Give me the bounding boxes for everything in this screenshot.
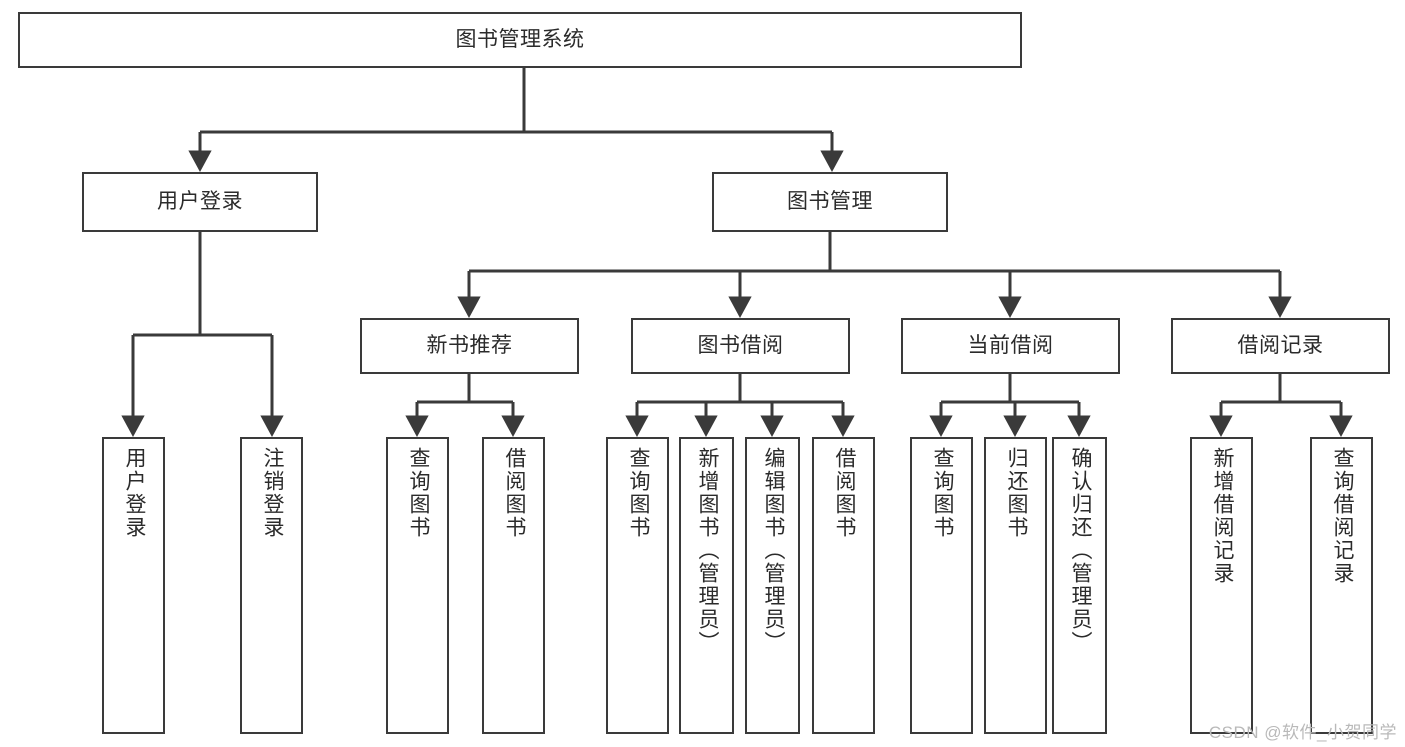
leaf-node[interactable]: 新增图书（管理员）	[679, 437, 734, 734]
node-current-borrow[interactable]: 当前借阅	[901, 318, 1120, 374]
node-new-book-recommend-label: 新书推荐	[426, 334, 513, 358]
node-book-management[interactable]: 图书管理	[712, 172, 948, 232]
leaf-node[interactable]: 借阅图书	[812, 437, 875, 734]
leaf-node[interactable]: 注销登录	[240, 437, 303, 734]
node-current-borrow-label: 当前借阅	[967, 334, 1054, 358]
leaf-node-label: 确认归还（管理员）	[1068, 447, 1092, 654]
leaf-node[interactable]: 归还图书	[984, 437, 1047, 734]
node-borrow-records[interactable]: 借阅记录	[1171, 318, 1390, 374]
leaf-node-label: 查询图书	[406, 447, 430, 539]
node-new-book-recommend[interactable]: 新书推荐	[360, 318, 579, 374]
node-user-login[interactable]: 用户登录	[82, 172, 318, 232]
leaf-node[interactable]: 新增借阅记录	[1190, 437, 1253, 734]
leaf-node[interactable]: 查询图书	[606, 437, 669, 734]
leaf-node[interactable]: 用户登录	[102, 437, 165, 734]
node-root[interactable]: 图书管理系统	[18, 12, 1022, 68]
leaf-node-label: 查询图书	[930, 447, 954, 539]
leaf-node[interactable]: 编辑图书（管理员）	[745, 437, 800, 734]
watermark: CSDN @软件_小贺同学	[1208, 723, 1397, 742]
node-book-borrow-label: 图书借阅	[697, 334, 784, 358]
leaf-node-label: 编辑图书（管理员）	[761, 447, 785, 654]
leaf-node-label: 注销登录	[260, 447, 284, 539]
node-book-management-label: 图书管理	[787, 190, 873, 214]
leaf-node-label: 新增图书（管理员）	[695, 447, 719, 654]
node-borrow-records-label: 借阅记录	[1237, 334, 1324, 358]
leaf-node[interactable]: 确认归还（管理员）	[1052, 437, 1107, 734]
leaf-node-label: 查询图书	[626, 447, 650, 539]
leaf-node-label: 借阅图书	[832, 447, 856, 539]
leaf-node-label: 新增借阅记录	[1210, 447, 1234, 585]
node-book-borrow[interactable]: 图书借阅	[631, 318, 850, 374]
node-user-login-label: 用户登录	[157, 190, 243, 214]
leaf-node[interactable]: 借阅图书	[482, 437, 545, 734]
leaf-node-label: 归还图书	[1004, 447, 1028, 539]
leaf-node[interactable]: 查询图书	[910, 437, 973, 734]
leaf-node-label: 借阅图书	[502, 447, 526, 539]
node-root-label: 图书管理系统	[455, 28, 585, 52]
leaf-node-label: 用户登录	[122, 447, 146, 539]
leaf-node[interactable]: 查询借阅记录	[1310, 437, 1373, 734]
leaf-node-label: 查询借阅记录	[1330, 447, 1354, 585]
leaf-node[interactable]: 查询图书	[386, 437, 449, 734]
